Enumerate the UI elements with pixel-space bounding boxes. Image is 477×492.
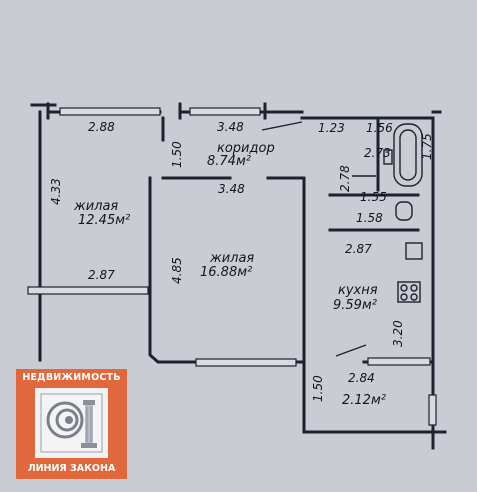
dimension-label: 2.87	[88, 268, 115, 282]
dimension-leader	[335, 344, 367, 357]
toilet	[395, 201, 413, 221]
dimension-label: 2.87	[345, 242, 372, 256]
corridor-name: коридор	[217, 141, 275, 156]
dimension-label: 3.48	[217, 120, 244, 134]
living2-name: жилая	[209, 251, 254, 266]
window-living1	[27, 286, 149, 295]
stove	[397, 281, 421, 303]
dimension-leader	[261, 121, 303, 131]
dimension-label: 2.84	[348, 371, 375, 385]
stove-burner	[410, 293, 418, 301]
logo-bottom-text: ЛИНИЯ ЗАКОНА	[27, 463, 116, 474]
column-emblem-graphic	[40, 393, 103, 453]
dimension-label: 3.48	[218, 182, 245, 196]
stove-burner	[410, 284, 418, 292]
dimension-label: 2.88	[88, 120, 115, 134]
fixtures	[261, 121, 423, 357]
dimension-label: 1.75	[420, 133, 434, 160]
dimension-label: 1.50	[170, 141, 184, 168]
bathroom-sink	[383, 149, 393, 165]
dimension-label: 1.56	[366, 121, 393, 135]
dimension-label: 1.55	[360, 190, 387, 204]
dimension-label: 4.85	[170, 257, 184, 284]
window-top-living1	[59, 107, 161, 116]
stove-burner	[400, 293, 408, 301]
logo-top-text: НЕДВИЖИМОСТЬ	[22, 372, 121, 383]
wall-right	[300, 116, 435, 450]
kitchen-area: 9.59м²	[333, 298, 377, 313]
living1-name: жилая	[73, 199, 118, 214]
bathtub	[393, 123, 423, 187]
windows	[27, 107, 437, 426]
column-emblem-icon	[35, 388, 108, 458]
room-labels: коридор 8.74м² жилая 12.45м² жилая 16.88…	[73, 141, 386, 408]
living1-area: 12.45м²	[78, 213, 130, 228]
window-balcony	[428, 394, 437, 426]
kitchen-sink	[405, 242, 423, 260]
balcony-area: 2.12м²	[342, 393, 386, 408]
window-kitchen	[367, 357, 431, 366]
corridor-area: 8.74м²	[207, 154, 251, 169]
dimension-label: 1.23	[318, 121, 345, 135]
window-living2	[195, 358, 297, 367]
dimension-label: 3.20	[391, 320, 405, 347]
dimension-label: 2.78	[338, 165, 352, 192]
living2-area: 16.88м²	[200, 265, 252, 280]
dimension-label: 1.50	[311, 375, 325, 402]
dimension-label: 1.58	[356, 211, 383, 225]
stove-burner	[400, 284, 408, 292]
dimension-label: 4.33	[49, 178, 63, 205]
window-top-corridor	[189, 107, 261, 116]
company-logo: НЕДВИЖИМОСТЬ ЛИНИЯ ЗАКОНА	[16, 369, 127, 479]
dimension-labels: 2.88 3.48 1.23 1.56 1.50 4.33 3.48 2.73 …	[49, 120, 434, 402]
kitchen-name: кухня	[338, 283, 378, 298]
dimension-label: 2.73	[364, 146, 391, 160]
wall-balcony	[302, 360, 447, 434]
bathtub-inner	[399, 129, 417, 181]
